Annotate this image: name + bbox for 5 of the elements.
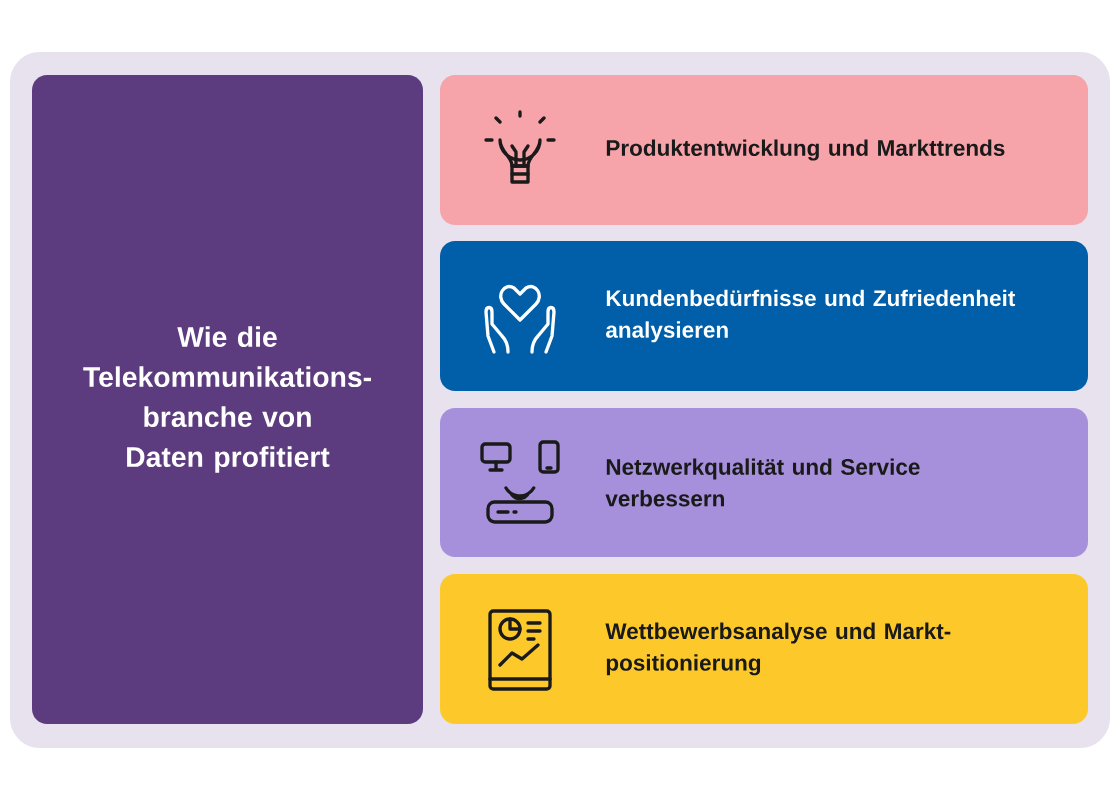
topic-box: Produktentwicklung und Markttrends (440, 75, 1088, 225)
topic-box: Wettbewerbsanalyse und Markt-positionierung (440, 574, 1088, 724)
topic-box: Kundenbedürfnisse und Zufriedenheit analysieren (440, 241, 1088, 391)
heading-panel: Wie die Telekommunikations-branche von Daten profitiert (32, 75, 423, 724)
topic-box: Netzwerkqualität und Service verbessern (440, 408, 1088, 557)
